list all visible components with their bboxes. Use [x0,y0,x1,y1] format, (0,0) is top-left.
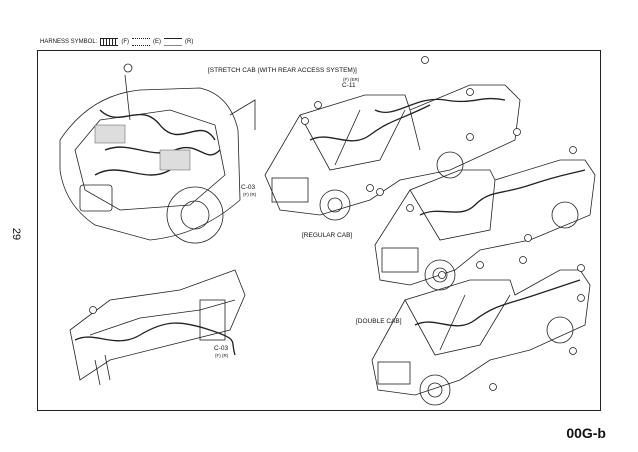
dashboard-view [69,269,246,386]
page-number: 29 [10,227,23,241]
regular-cab-label: [REGULAR CAB] [302,232,353,239]
rear-harness-symbol [164,38,183,46]
c11-connector-label: C-11 [342,82,356,89]
stretch-cab-label: [STRETCH CAB (WITH REAR ACCESS SYSTEM)] [208,67,357,74]
double-cab-pickup [371,256,591,406]
diagram-frame [37,50,601,411]
double-cab-label: [DOUBLE CAB] [356,318,402,325]
c03-truck-connector-label: C-03 [241,184,256,191]
harness-symbol-legend: HARNESS SYMBOL: (F) (E) (R) [40,38,193,46]
regular-cab-pickup [374,128,596,291]
legend-f-label: (F) [121,39,130,45]
legend-r-label: (R) [185,39,194,45]
c11-note: (F) (ER) [343,77,360,82]
legend-e-label: (E) [153,39,162,45]
engine-compartment-view [59,63,256,244]
c03-dash-connector-label: C-03 [214,345,229,352]
c03-truck-note: (F) (R) [243,192,257,197]
engine-harness-symbol [132,38,151,46]
document-code: 00G-b [566,425,606,441]
legend-title: HARNESS SYMBOL: [40,39,98,45]
c03-dash-note: (F) (R) [215,353,229,358]
stretch-cab-pickup [264,56,521,221]
front-harness-symbol [100,38,119,46]
